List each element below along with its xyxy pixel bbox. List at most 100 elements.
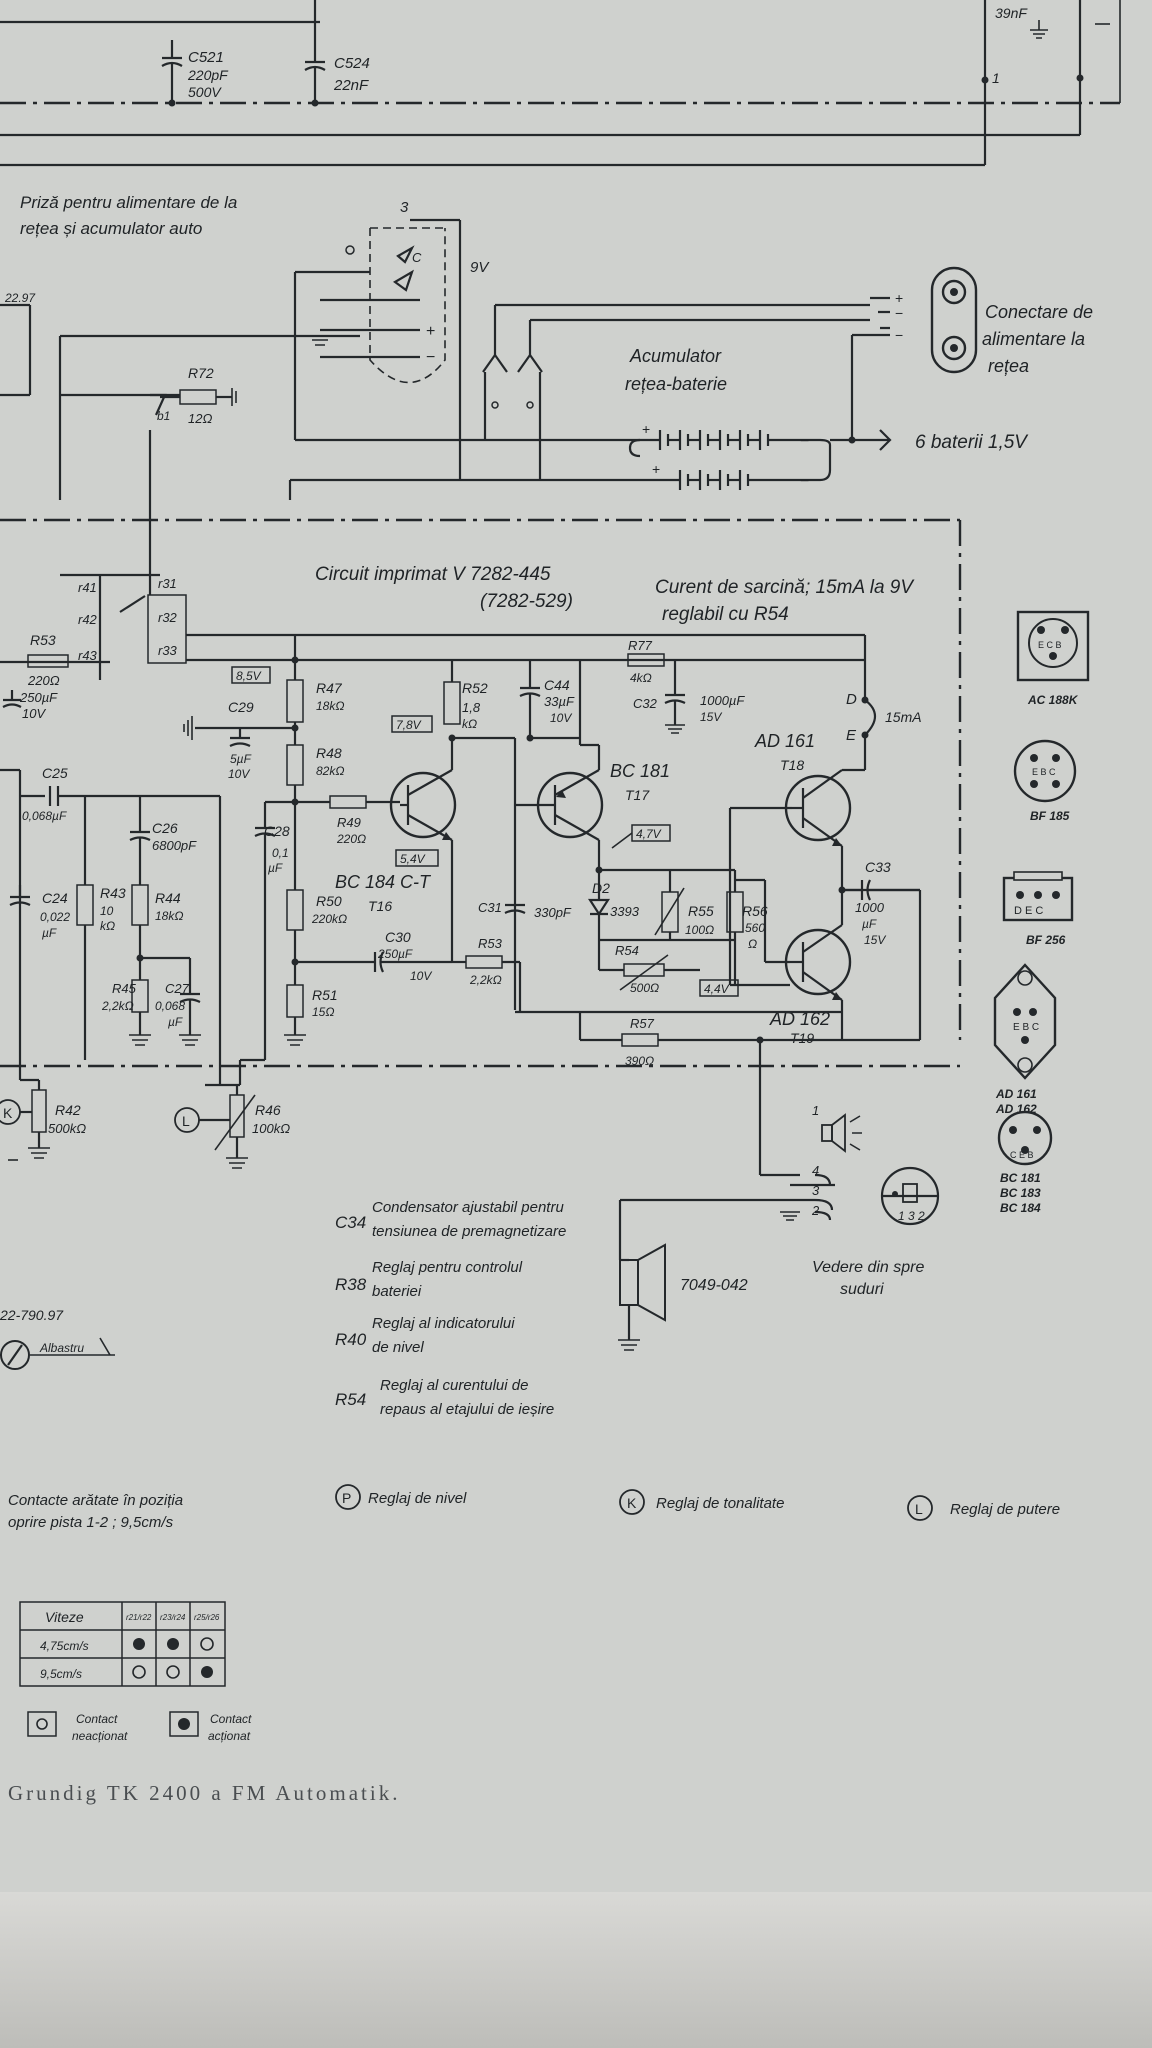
- svg-text:R53: R53: [30, 632, 56, 648]
- svg-text:neacționat: neacționat: [72, 1729, 128, 1743]
- contacts-note-line2: oprire pista 1-2 ; 9,5cm/s: [8, 1514, 174, 1531]
- svg-text:L: L: [182, 1113, 190, 1129]
- svg-text:C44: C44: [544, 677, 570, 693]
- resistor-r51: R51 15Ω: [284, 984, 338, 1046]
- loudspeaker: 7049-042: [618, 1243, 748, 1351]
- resistor-r56: R56 560 Ω: [726, 870, 768, 951]
- c524-label: C524: [334, 55, 370, 72]
- rail-8-5v: 8,5V: [236, 669, 262, 683]
- load-current-value: 15mA: [885, 709, 922, 725]
- svg-text:E C B: E C B: [1038, 640, 1062, 650]
- legend-l2-0: tensiunea de premagnetizare: [372, 1223, 566, 1240]
- svg-text:0,068µF: 0,068µF: [22, 809, 67, 823]
- schematic-page: [0, 0, 1152, 1892]
- capacitor-c26: C26 6800pF: [129, 796, 197, 885]
- legend-l1-0: Condensator ajustabil pentru: [372, 1199, 564, 1216]
- resistor-r55: R55 100Ω: [654, 870, 714, 937]
- left-reference: 22.97: [4, 291, 36, 305]
- svg-text:L: L: [915, 1501, 923, 1517]
- legend-l1-2: Reglaj al indicatorului: [372, 1315, 515, 1332]
- view-text-line1: Vedere din spre: [812, 1259, 924, 1276]
- resistor-r77: R77 4kΩ: [627, 638, 665, 685]
- svg-text:500kΩ: 500kΩ: [48, 1121, 86, 1136]
- svg-text:33µF: 33µF: [544, 694, 575, 709]
- transistor-t17: BC 181 T17: [515, 743, 670, 870]
- pinout-bf256: D E C BF 256: [1002, 871, 1074, 947]
- svg-text:r21/r22: r21/r22: [126, 1613, 152, 1622]
- svg-text:R54: R54: [615, 943, 639, 958]
- svg-text:BC 181: BC 181: [1000, 1171, 1041, 1185]
- svg-text:R55: R55: [688, 903, 714, 919]
- svg-text:R57: R57: [630, 1016, 655, 1031]
- svg-text:15V: 15V: [864, 933, 886, 947]
- legend-sym-3: R54: [335, 1390, 366, 1409]
- svg-text:r25/r26: r25/r26: [194, 1613, 220, 1622]
- svg-text:BC 181: BC 181: [610, 761, 670, 781]
- resistor-r48: R48 82kΩ: [286, 744, 344, 786]
- load-current-line1: Curent de sarcină; 15mA la 9V: [655, 577, 915, 598]
- left-misc-ref: 22-790.97: [0, 1307, 64, 1323]
- svg-text:BC 183: BC 183: [1000, 1186, 1041, 1200]
- contacts-note-line1: Contacte arătate în poziția: [8, 1492, 183, 1509]
- svg-text:+: +: [895, 290, 903, 306]
- output-socket-view: 1 3 2: [880, 1166, 940, 1226]
- output-section: 1 4 3 2 1 3 2 Vedere din spre suduri: [618, 1040, 940, 1351]
- svg-text:3393: 3393: [610, 904, 640, 919]
- svg-text:−: −: [895, 305, 903, 321]
- pot-r42: K R42 500kΩ: [0, 1080, 86, 1161]
- battery-pack: + − +: [628, 421, 1029, 490]
- pot-r46: L R46 100kΩ: [174, 1085, 290, 1169]
- top-cap-value: 39nF: [995, 5, 1028, 21]
- svg-text:10V: 10V: [228, 767, 250, 781]
- svg-text:r23/r24: r23/r24: [160, 1613, 186, 1622]
- c524-value: 22nF: [333, 77, 369, 94]
- legend-l2-1: bateriei: [372, 1283, 422, 1300]
- pinout-bf185: E B C BF 185: [1013, 739, 1077, 823]
- svg-text:R56: R56: [742, 903, 768, 919]
- svg-text:R51: R51: [312, 987, 338, 1003]
- meter-icon: [0, 1340, 30, 1370]
- legend-sym-0: C34: [335, 1213, 366, 1232]
- svg-text:R53: R53: [478, 936, 503, 951]
- svg-text:R52: R52: [462, 680, 488, 696]
- diode-d2: D2 3393: [587, 870, 640, 940]
- resistor-r53-left: R53 220Ω 250µF 10V: [2, 632, 69, 721]
- contact-r33: r33: [158, 643, 178, 658]
- svg-text:1000µF: 1000µF: [700, 693, 745, 708]
- svg-text:R43: R43: [100, 885, 126, 901]
- socket-pin-c: C: [412, 250, 422, 265]
- svg-text:R50: R50: [316, 893, 342, 909]
- svg-text:Reglaj de putere: Reglaj de putere: [950, 1501, 1060, 1518]
- svg-text:1000: 1000: [855, 900, 885, 915]
- t17-voltage: 4,7V: [636, 827, 662, 841]
- resistor-r50: R50 220kΩ: [286, 889, 347, 931]
- svg-text:BC 184: BC 184: [1000, 1201, 1041, 1215]
- schematic-diagram: C521 220pF 500V C524 22nF 39nF 1: [0, 0, 1121, 1805]
- r72-value: 12Ω: [188, 411, 212, 426]
- svg-text:2,2kΩ: 2,2kΩ: [101, 999, 134, 1013]
- batteries-label: 6 baterii 1,5V: [915, 432, 1029, 453]
- capacitor-c27: C27 0,068 µF: [155, 958, 201, 1046]
- socket-title-line1: Priză pentru alimentare de la: [20, 193, 237, 212]
- view-text-line2: suduri: [840, 1281, 884, 1298]
- capacitor-c29: C29 5µF 10V: [183, 699, 254, 781]
- connector-line3: rețea: [988, 356, 1029, 376]
- svg-text:R44: R44: [155, 890, 181, 906]
- svg-text:µF: µF: [42, 926, 57, 940]
- top-region: C521 220pF 500V C524 22nF 39nF 1: [0, 0, 1121, 167]
- r54-voltage: 4,4V: [704, 982, 730, 996]
- svg-text:+: +: [652, 461, 660, 477]
- svg-text:C24: C24: [42, 890, 68, 906]
- svg-text:T18: T18: [780, 757, 804, 773]
- svg-text:D E C: D E C: [1014, 905, 1043, 917]
- svg-text:500Ω: 500Ω: [630, 981, 659, 995]
- svg-text:C25: C25: [42, 765, 68, 781]
- svg-text:µF: µF: [862, 917, 877, 931]
- contact-r41: r41: [78, 580, 97, 595]
- svg-text:82kΩ: 82kΩ: [316, 764, 344, 778]
- svg-text:R45: R45: [112, 981, 137, 996]
- t16-collector-voltage: 7,8V: [396, 718, 422, 732]
- resistor-r54: R54 500Ω: [597, 940, 700, 995]
- svg-text:Reglaj de tonalitate: Reglaj de tonalitate: [656, 1495, 784, 1512]
- surface-below-page: [0, 1892, 1152, 2048]
